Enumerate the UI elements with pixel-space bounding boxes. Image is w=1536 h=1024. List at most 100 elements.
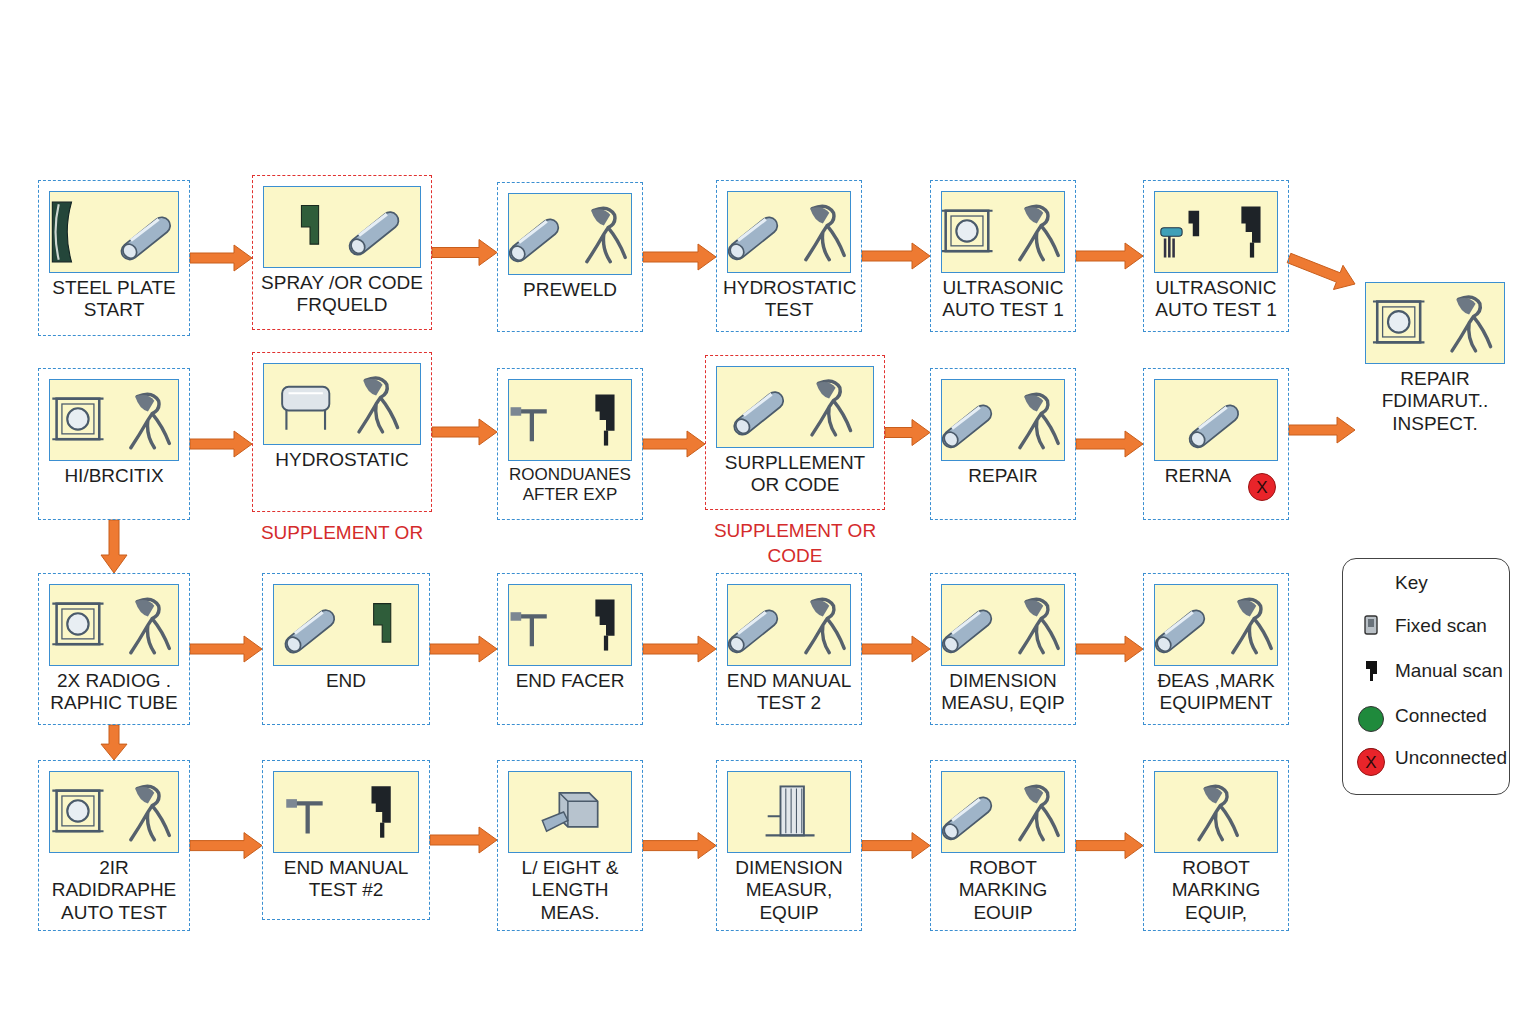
- step-label: HI/BRCITIX: [45, 465, 183, 487]
- process-box: STEEL PLATE START: [38, 180, 190, 336]
- icon-part: [1161, 211, 1199, 258]
- image-panel: [727, 771, 851, 853]
- step-label: RERNA: [1132, 465, 1264, 487]
- image-panel: [1154, 379, 1278, 461]
- unconnected-mark: X: [1357, 748, 1385, 776]
- process-icon: [1155, 192, 1277, 272]
- image-panel: [941, 379, 1065, 461]
- icon-part: [282, 387, 329, 430]
- icon-part: [587, 208, 625, 262]
- process-icon: [50, 772, 178, 852]
- flow-arrow: [1076, 243, 1143, 269]
- step-label: HYDROSTATIC: [259, 449, 425, 471]
- process-icon: [264, 187, 420, 267]
- step-label: 2IR RADIDRAPHE AUTO TEST: [45, 857, 183, 924]
- process-icon: [728, 772, 850, 852]
- process-icon: [274, 585, 418, 665]
- image-panel: [263, 363, 421, 445]
- flow-arrow: [190, 636, 262, 662]
- icon-part: [542, 793, 597, 831]
- legend-text: Connected: [1395, 705, 1487, 727]
- icon-part: [942, 610, 991, 654]
- flow-arrow: [885, 420, 930, 446]
- process-box: END MANUAL TEST 2: [716, 573, 862, 725]
- icon-part: [806, 206, 844, 260]
- icon-part: [509, 219, 558, 263]
- icon-part: [1155, 610, 1204, 654]
- step-label: ROBOT MARKING EQUIP,: [1150, 857, 1282, 924]
- icon-part: [942, 211, 993, 251]
- process-icon: [274, 772, 418, 852]
- process-icon: [728, 585, 850, 665]
- icon-part: [1020, 786, 1058, 840]
- process-box: 2IR RADIDRAPHE AUTO TEST: [38, 760, 190, 931]
- icon-part: [286, 799, 322, 833]
- icon-part: [511, 407, 547, 441]
- image-panel: [941, 191, 1065, 273]
- icon-part: [728, 217, 777, 261]
- process-icon: [509, 585, 631, 665]
- icon-part: [359, 378, 398, 432]
- process-icon: [942, 380, 1064, 460]
- image-panel: [49, 191, 179, 273]
- process-box: SPRAY /OR CODE FRQUELD: [252, 175, 432, 330]
- icon-part: [52, 399, 103, 440]
- icon-part: [371, 786, 390, 837]
- process-icon: [942, 585, 1064, 665]
- process-box: END FACER: [497, 573, 643, 725]
- step-label: END MANUAL TEST 2: [723, 670, 855, 715]
- process-box: DIMENSION MEASU, EQIP: [930, 573, 1076, 725]
- step-label: END FACER: [504, 670, 636, 692]
- icon-part: [1020, 599, 1058, 653]
- icon-part: [131, 394, 169, 448]
- step-label: ROONDUANES AFTER EXP: [504, 465, 636, 505]
- icon-part: [1373, 302, 1425, 343]
- step-label: SPRAY /OR CODE FRQUELD: [259, 272, 425, 317]
- note-heading: SUPPLEMENT OR CODE: [696, 519, 894, 568]
- step-label: END MANUAL TEST #2: [269, 857, 423, 902]
- fixed-scan-symbol: [1360, 615, 1382, 637]
- flow-arrow: [430, 636, 497, 662]
- process-icon: [50, 380, 178, 460]
- flow-arrow: [190, 431, 252, 457]
- icon-part: [1188, 405, 1238, 449]
- process-icon: [264, 364, 420, 444]
- image-panel: [508, 379, 632, 461]
- process-box: HYDROSTATIC TEST: [716, 180, 862, 332]
- process-box: HYDROSTATICSUPPLEMENT OR: [252, 352, 432, 512]
- image-panel: [49, 771, 179, 853]
- flow-arrow: [432, 419, 497, 445]
- flow-arrow: [643, 833, 716, 859]
- process-box: HI/BRCITIX: [38, 368, 190, 520]
- image-panel: [508, 193, 632, 275]
- image-panel: [1154, 771, 1278, 853]
- step-label: HYDROSTATIC TEST: [723, 277, 855, 322]
- flow-arrow: [101, 520, 127, 573]
- process-box: REPAIR FDIMARUT.. INSPECT.: [1355, 272, 1515, 443]
- icon-part: [806, 599, 844, 653]
- icon-part: [595, 599, 614, 650]
- process-box: ROBOT MARKING EOUIP: [930, 760, 1076, 931]
- icon-part: [942, 405, 991, 449]
- icon-part: [1452, 297, 1491, 351]
- note-heading: SUPPLEMENT OR: [243, 521, 441, 546]
- process-icon: [509, 194, 631, 274]
- flow-arrow: [643, 431, 705, 457]
- image-panel: [49, 379, 179, 461]
- image-panel: [727, 584, 851, 666]
- icon-part: [766, 786, 815, 835]
- flow-arrow: [1076, 431, 1143, 457]
- flow-arrow: [862, 243, 930, 269]
- process-box: 2X RADIOG . RAPHIC TUBE: [38, 573, 190, 725]
- process-icon: [942, 772, 1064, 852]
- icon-part: [52, 604, 103, 645]
- icon-part: [52, 202, 71, 262]
- flow-arrow: [190, 833, 262, 859]
- step-label: PREWELD: [504, 279, 636, 301]
- process-icon: [728, 192, 850, 272]
- process-box: REPAIR: [930, 368, 1076, 520]
- image-panel: [273, 584, 419, 666]
- step-label: DIMENSION MEASU, EQIP: [937, 670, 1069, 715]
- flow-arrow: [1076, 833, 1143, 859]
